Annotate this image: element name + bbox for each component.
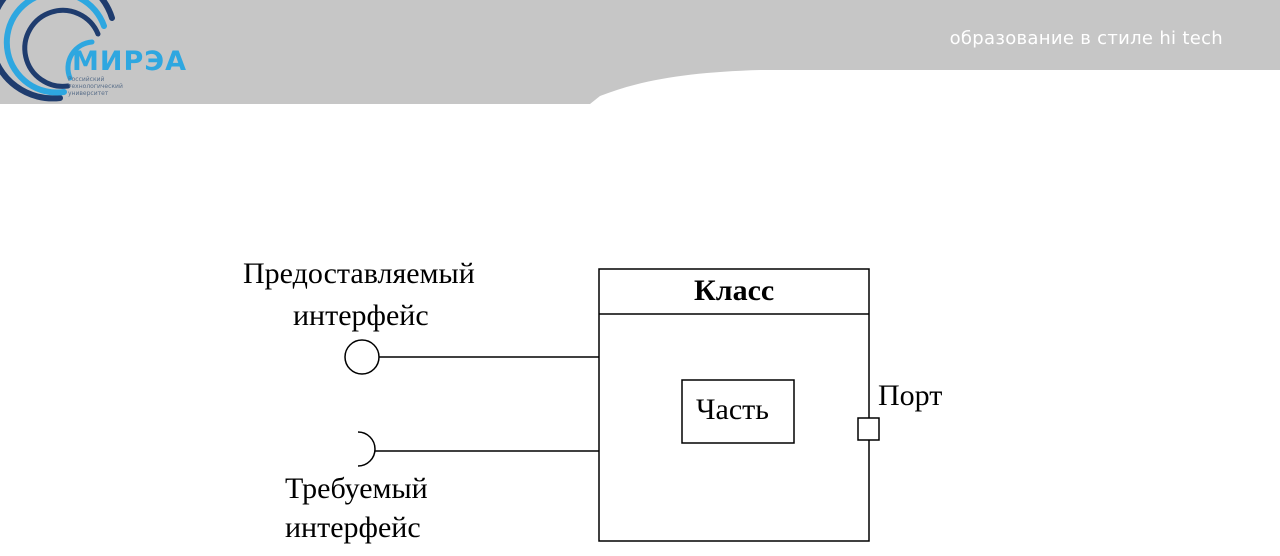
provided-interface-circle [344,339,380,375]
class-title: Класс [694,274,775,307]
logo-subtitle-line: технологический [68,83,123,90]
part-box [681,379,795,444]
logo-arcs-icon [0,0,115,102]
slogan: образование в стиле hi tech [949,28,1223,49]
part-label: Часть [696,393,769,426]
logo-name: МИРЭА [72,46,187,77]
provided-interface-label-line2: интерфейс [293,299,429,332]
header-bar: МИРЭА Российский технологический универс… [0,0,1280,104]
logo-subtitle-line: университет [68,90,109,97]
port-square [857,417,880,441]
required-interface-socket [357,431,376,467]
header-background [0,0,1280,104]
required-interface-label-line2: интерфейс [285,511,421,544]
class-box [598,268,870,542]
logo-subtitle-line: Российский [68,76,105,83]
port-label: Порт [878,379,943,412]
required-interface-label-line1: Требуемый [285,472,428,505]
logo-subtitle: Российский технологический университет [68,76,123,97]
provided-interface-label-line1: Предоставляемый [243,257,475,290]
